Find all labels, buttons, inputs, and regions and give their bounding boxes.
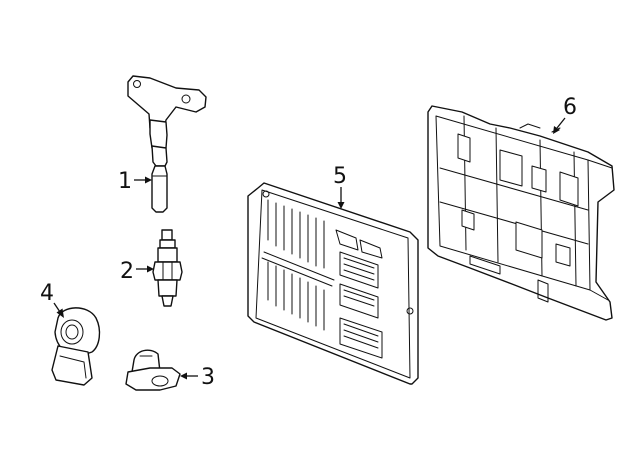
ignition-coil[interactable] [127, 75, 207, 213]
engine-control-module[interactable] [247, 182, 419, 385]
callout-6: 6 [553, 95, 577, 134]
callout-3: 3 [180, 365, 215, 390]
callout-2: 2 [120, 259, 154, 284]
spark-plug[interactable] [152, 229, 183, 307]
sensor-3[interactable] [125, 349, 181, 391]
knock-sensor[interactable] [51, 307, 101, 386]
callout-4: 4 [40, 281, 64, 318]
callout-label-1: 1 [118, 169, 132, 194]
callout-5: 5 [333, 164, 347, 209]
callout-label-4: 4 [40, 281, 54, 306]
callout-label-3: 3 [201, 365, 215, 390]
callout-label-2: 2 [120, 259, 134, 284]
mounting-bracket[interactable] [427, 105, 615, 321]
callout-label-6: 6 [563, 95, 577, 120]
callout-label-5: 5 [333, 164, 347, 189]
callout-1: 1 [118, 169, 152, 194]
